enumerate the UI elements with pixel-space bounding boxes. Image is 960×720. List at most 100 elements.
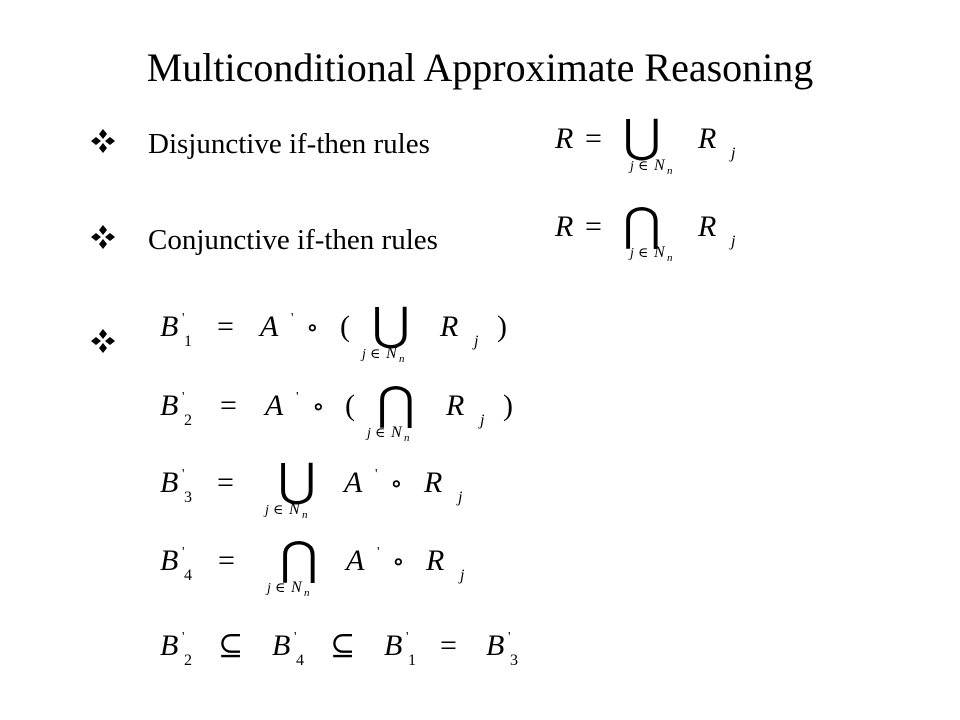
math-symbol: ∈ <box>638 246 648 261</box>
symbol-R: R <box>697 210 716 243</box>
math-symbol: A <box>263 389 284 422</box>
math-symbol: ) <box>497 310 507 343</box>
math-symbol: ∘ <box>312 392 325 421</box>
math-symbol: B <box>160 544 178 577</box>
math-symbol: ∈ <box>273 503 283 518</box>
math-symbol: ' <box>182 630 185 645</box>
math-symbol: B <box>160 389 178 422</box>
math-symbol: ∈ <box>370 347 380 362</box>
math-symbol: 4 <box>184 567 192 584</box>
math-symbol: B <box>272 629 290 662</box>
math-symbol: n <box>304 587 310 599</box>
conjunctive-rules-label: Conjunctive if-then rules <box>148 224 438 256</box>
math-symbol: 2 <box>184 652 192 669</box>
math-symbol: 1 <box>408 652 416 669</box>
diamond-bullet-icon <box>90 224 116 250</box>
math-symbol: j <box>472 333 479 350</box>
math-symbol: R <box>423 466 442 499</box>
symbol-R: R <box>554 122 573 155</box>
math-symbol: n <box>399 353 405 365</box>
math-symbol: n <box>302 509 308 521</box>
math-symbol: ' <box>182 390 185 405</box>
math-symbol: j <box>628 246 634 261</box>
disjunctive-rules-label: Disjunctive if-then rules <box>148 128 430 160</box>
math-symbol: n <box>404 432 410 444</box>
math-symbol: j <box>456 489 463 506</box>
page-title: Multiconditional Approximate Reasoning <box>146 45 814 90</box>
math-symbol: R <box>445 389 464 422</box>
math-symbol: ∈ <box>638 159 648 174</box>
math-symbol: ' <box>375 467 378 482</box>
equals-sign: = <box>585 210 602 243</box>
math-symbol: = <box>217 466 234 499</box>
math-symbol: ∘ <box>392 547 405 576</box>
union-operator: ⋃ <box>623 111 661 162</box>
math-symbol: 1 <box>184 333 192 350</box>
math-symbol: ' <box>377 545 380 560</box>
math-symbol: = <box>220 389 237 422</box>
math-symbol: = <box>218 544 235 577</box>
math-symbol: A <box>344 544 365 577</box>
symbol-R: R <box>697 122 716 155</box>
math-symbol: ⊆ <box>218 629 243 662</box>
math-symbol: B <box>384 629 402 662</box>
math-symbol: j <box>628 159 634 174</box>
math-symbol: j <box>365 426 371 441</box>
math-symbol: = <box>217 310 234 343</box>
math-symbol: ' <box>296 390 299 405</box>
diamond-bullet-icon <box>90 328 116 354</box>
math-symbol: ∘ <box>390 469 403 498</box>
math-symbol: ) <box>503 389 513 422</box>
math-symbol: j <box>729 145 736 162</box>
math-symbol: ∘ <box>306 313 319 342</box>
formula-b4: B ' 4 = ⋂ j ∈ N n A ' ∘ R j <box>160 533 465 599</box>
math-symbol: A <box>258 310 279 343</box>
math-symbol: j <box>458 567 465 584</box>
formula-disjunctive-relation: R = ⋃ j ∈ N n R j <box>554 111 736 177</box>
math-symbol: ∈ <box>275 581 285 596</box>
math-symbol: = <box>440 629 457 662</box>
math-symbol: ( <box>340 310 350 343</box>
math-symbol: R <box>439 310 458 343</box>
math-symbol: ' <box>406 630 409 645</box>
diamond-bullet-icon <box>90 128 116 154</box>
math-symbol: B <box>160 310 178 343</box>
math-symbol: j <box>263 503 269 518</box>
formula-b1: B ' 1 = A ' ∘ ( ⋃ j ∈ N n R j ) <box>160 299 507 365</box>
math-symbol: ⋂ <box>377 378 415 429</box>
math-symbol: 2 <box>184 412 192 429</box>
math-symbol: R <box>425 544 444 577</box>
math-symbol: ⊆ <box>330 629 355 662</box>
math-symbol: N <box>390 424 403 441</box>
math-symbol: 3 <box>184 489 192 506</box>
equals-sign: = <box>585 122 602 155</box>
math-symbol: ∈ <box>375 426 385 441</box>
math-symbol: ⋂ <box>280 533 318 584</box>
math-symbol: j <box>360 347 366 362</box>
math-symbol: ⋃ <box>278 455 316 506</box>
math-symbol: N <box>290 579 303 596</box>
math-symbol: j <box>265 581 271 596</box>
formula-b2: B ' 2 = A ' ∘ ( ⋂ j ∈ N n R j ) <box>160 378 513 444</box>
math-symbol: N <box>385 345 398 362</box>
math-symbol: j <box>478 412 485 429</box>
math-symbol: B <box>160 466 178 499</box>
math-symbol: B <box>486 629 504 662</box>
math-symbol: ' <box>182 545 185 560</box>
math-symbol: 3 <box>510 652 518 669</box>
math-symbol: N <box>653 157 666 174</box>
math-symbol: ' <box>182 467 185 482</box>
intersection-operator: ⋂ <box>623 199 661 250</box>
math-symbol: ⋃ <box>372 299 410 350</box>
math-symbol: ' <box>294 630 297 645</box>
formula-b3: B ' 3 = ⋃ j ∈ N n A ' ∘ R j <box>160 455 463 521</box>
math-symbol: ' <box>291 311 294 326</box>
math-symbol: ( <box>345 389 355 422</box>
math-symbol: N <box>288 501 301 518</box>
math-symbol: 4 <box>296 652 304 669</box>
math-symbol: ' <box>182 311 185 326</box>
math-symbol: N <box>653 244 666 261</box>
math-symbol: A <box>342 466 363 499</box>
formula-conjunctive-relation: R = ⋂ j ∈ N n R j <box>554 199 736 264</box>
